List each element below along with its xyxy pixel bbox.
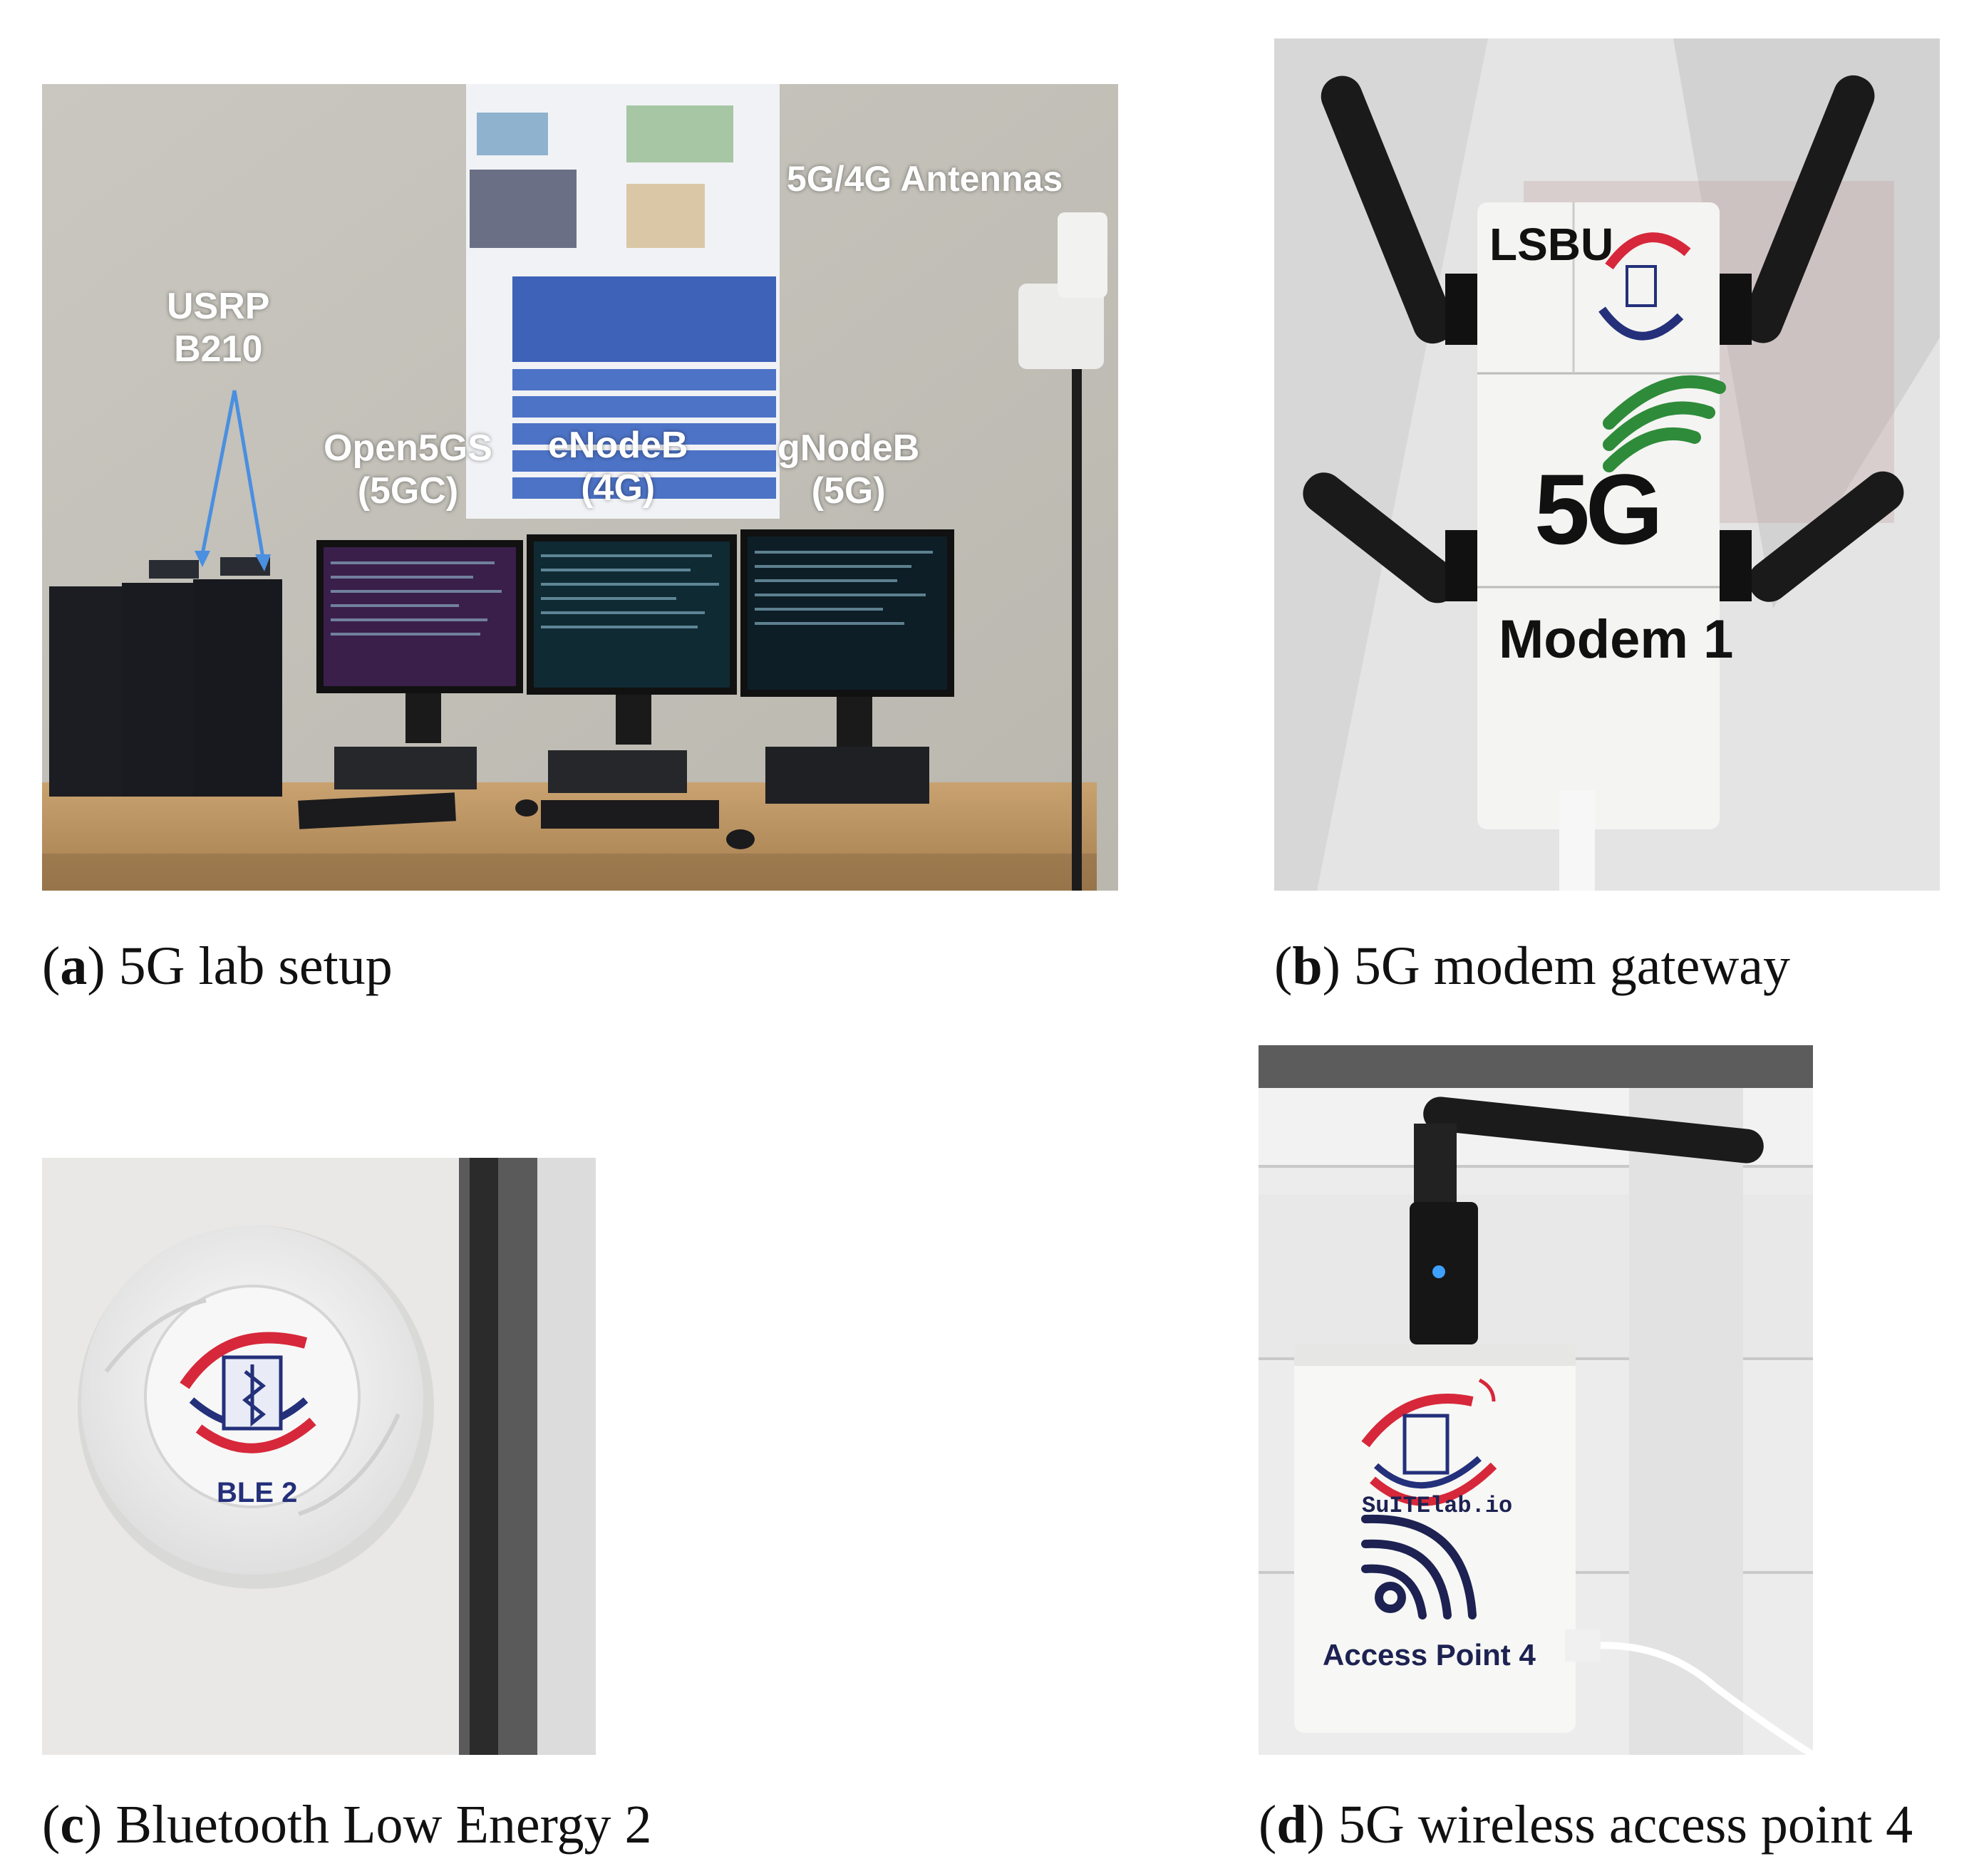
suitelab-logo-ap	[1361, 1378, 1497, 1506]
caption-c-letter: c	[60, 1795, 85, 1855]
gnodeb-label-line2: (5G)	[811, 470, 886, 512]
usrp-label-line1: USRP	[167, 286, 270, 327]
modem-brand-label: LSBU	[1489, 219, 1614, 270]
modem-device-label: Modem 1	[1499, 609, 1734, 670]
usrp-pointer-arrows	[195, 390, 271, 571]
wifi-icon	[1361, 1514, 1477, 1620]
enodeb-label-line2: (4G)	[581, 467, 656, 509]
research-poster	[466, 84, 780, 519]
caption-b-letter: b	[1292, 936, 1323, 996]
monitor-open5gs	[316, 540, 523, 743]
monitor-enodeb	[527, 534, 737, 745]
lab-setup-illustration	[42, 84, 1118, 891]
suitelab-logo-small	[1598, 232, 1691, 341]
antenna-stand	[1018, 212, 1107, 891]
usrp-label-line2: B210	[174, 328, 263, 370]
open5gs-label: Open5GS (5GC)	[324, 427, 492, 513]
antennas-label-text: 5G/4G Antennas	[787, 159, 1063, 199]
panel-c-ble-photo: BLE 2	[42, 1158, 596, 1755]
modem-5g-label: 5G	[1534, 453, 1663, 565]
wifi-antenna	[1410, 1097, 1764, 1344]
gnodeb-label-line1: gNodeB	[777, 427, 920, 469]
caption-d-text: 5G wireless access point 4	[1338, 1795, 1913, 1855]
caption-a: (a) 5G lab setup	[42, 936, 393, 996]
suitelab-logo-ble	[180, 1332, 316, 1453]
open5gs-label-line1: Open5GS	[324, 427, 492, 469]
open5gs-label-line2: (5GC)	[357, 470, 459, 512]
ap-site-label: SuITElab.io	[1362, 1493, 1513, 1519]
monitor-gnodeb	[740, 529, 954, 747]
caption-a-letter: a	[60, 936, 88, 996]
bluetooth-icon	[242, 1364, 267, 1427]
access-point-illustration	[1259, 1045, 1813, 1755]
caption-c-text: Bluetooth Low Energy 2	[115, 1795, 652, 1855]
usrp-pc-towers	[49, 557, 282, 797]
signal-icon	[1603, 375, 1726, 472]
ap-device-label: Access Point 4	[1323, 1638, 1536, 1672]
enodeb-label: eNodeB (4G)	[548, 425, 688, 510]
antennas-label: 5G/4G Antennas	[787, 159, 1063, 200]
enodeb-label-line1: eNodeB	[548, 425, 688, 466]
caption-d: (d) 5G wireless access point 4	[1259, 1795, 1913, 1855]
modem-body	[1477, 202, 1720, 891]
caption-a-text: 5G lab setup	[118, 936, 393, 996]
caption-d-letter: d	[1276, 1795, 1307, 1855]
ble-illustration	[42, 1158, 596, 1755]
panel-b-modem-photo: LSBU 5G Modem 1	[1274, 38, 1940, 891]
panel-a-lab-setup-photo: USRP B210 Open5GS (5GC) eNodeB (4G) gNod…	[42, 84, 1118, 891]
modem-illustration	[1274, 38, 1940, 891]
caption-b: (b) 5G modem gateway	[1274, 936, 1790, 996]
caption-b-text: 5G modem gateway	[1353, 936, 1790, 996]
panel-d-access-point-photo: SuITElab.io Access Point 4	[1259, 1045, 1813, 1755]
caption-c: (c) Bluetooth Low Energy 2	[42, 1795, 652, 1855]
ble-device-label: BLE 2	[217, 1477, 298, 1508]
modem-antennas	[1303, 75, 1904, 603]
gnodeb-label: gNodeB (5G)	[777, 427, 919, 513]
usrp-label: USRP B210	[167, 286, 269, 371]
